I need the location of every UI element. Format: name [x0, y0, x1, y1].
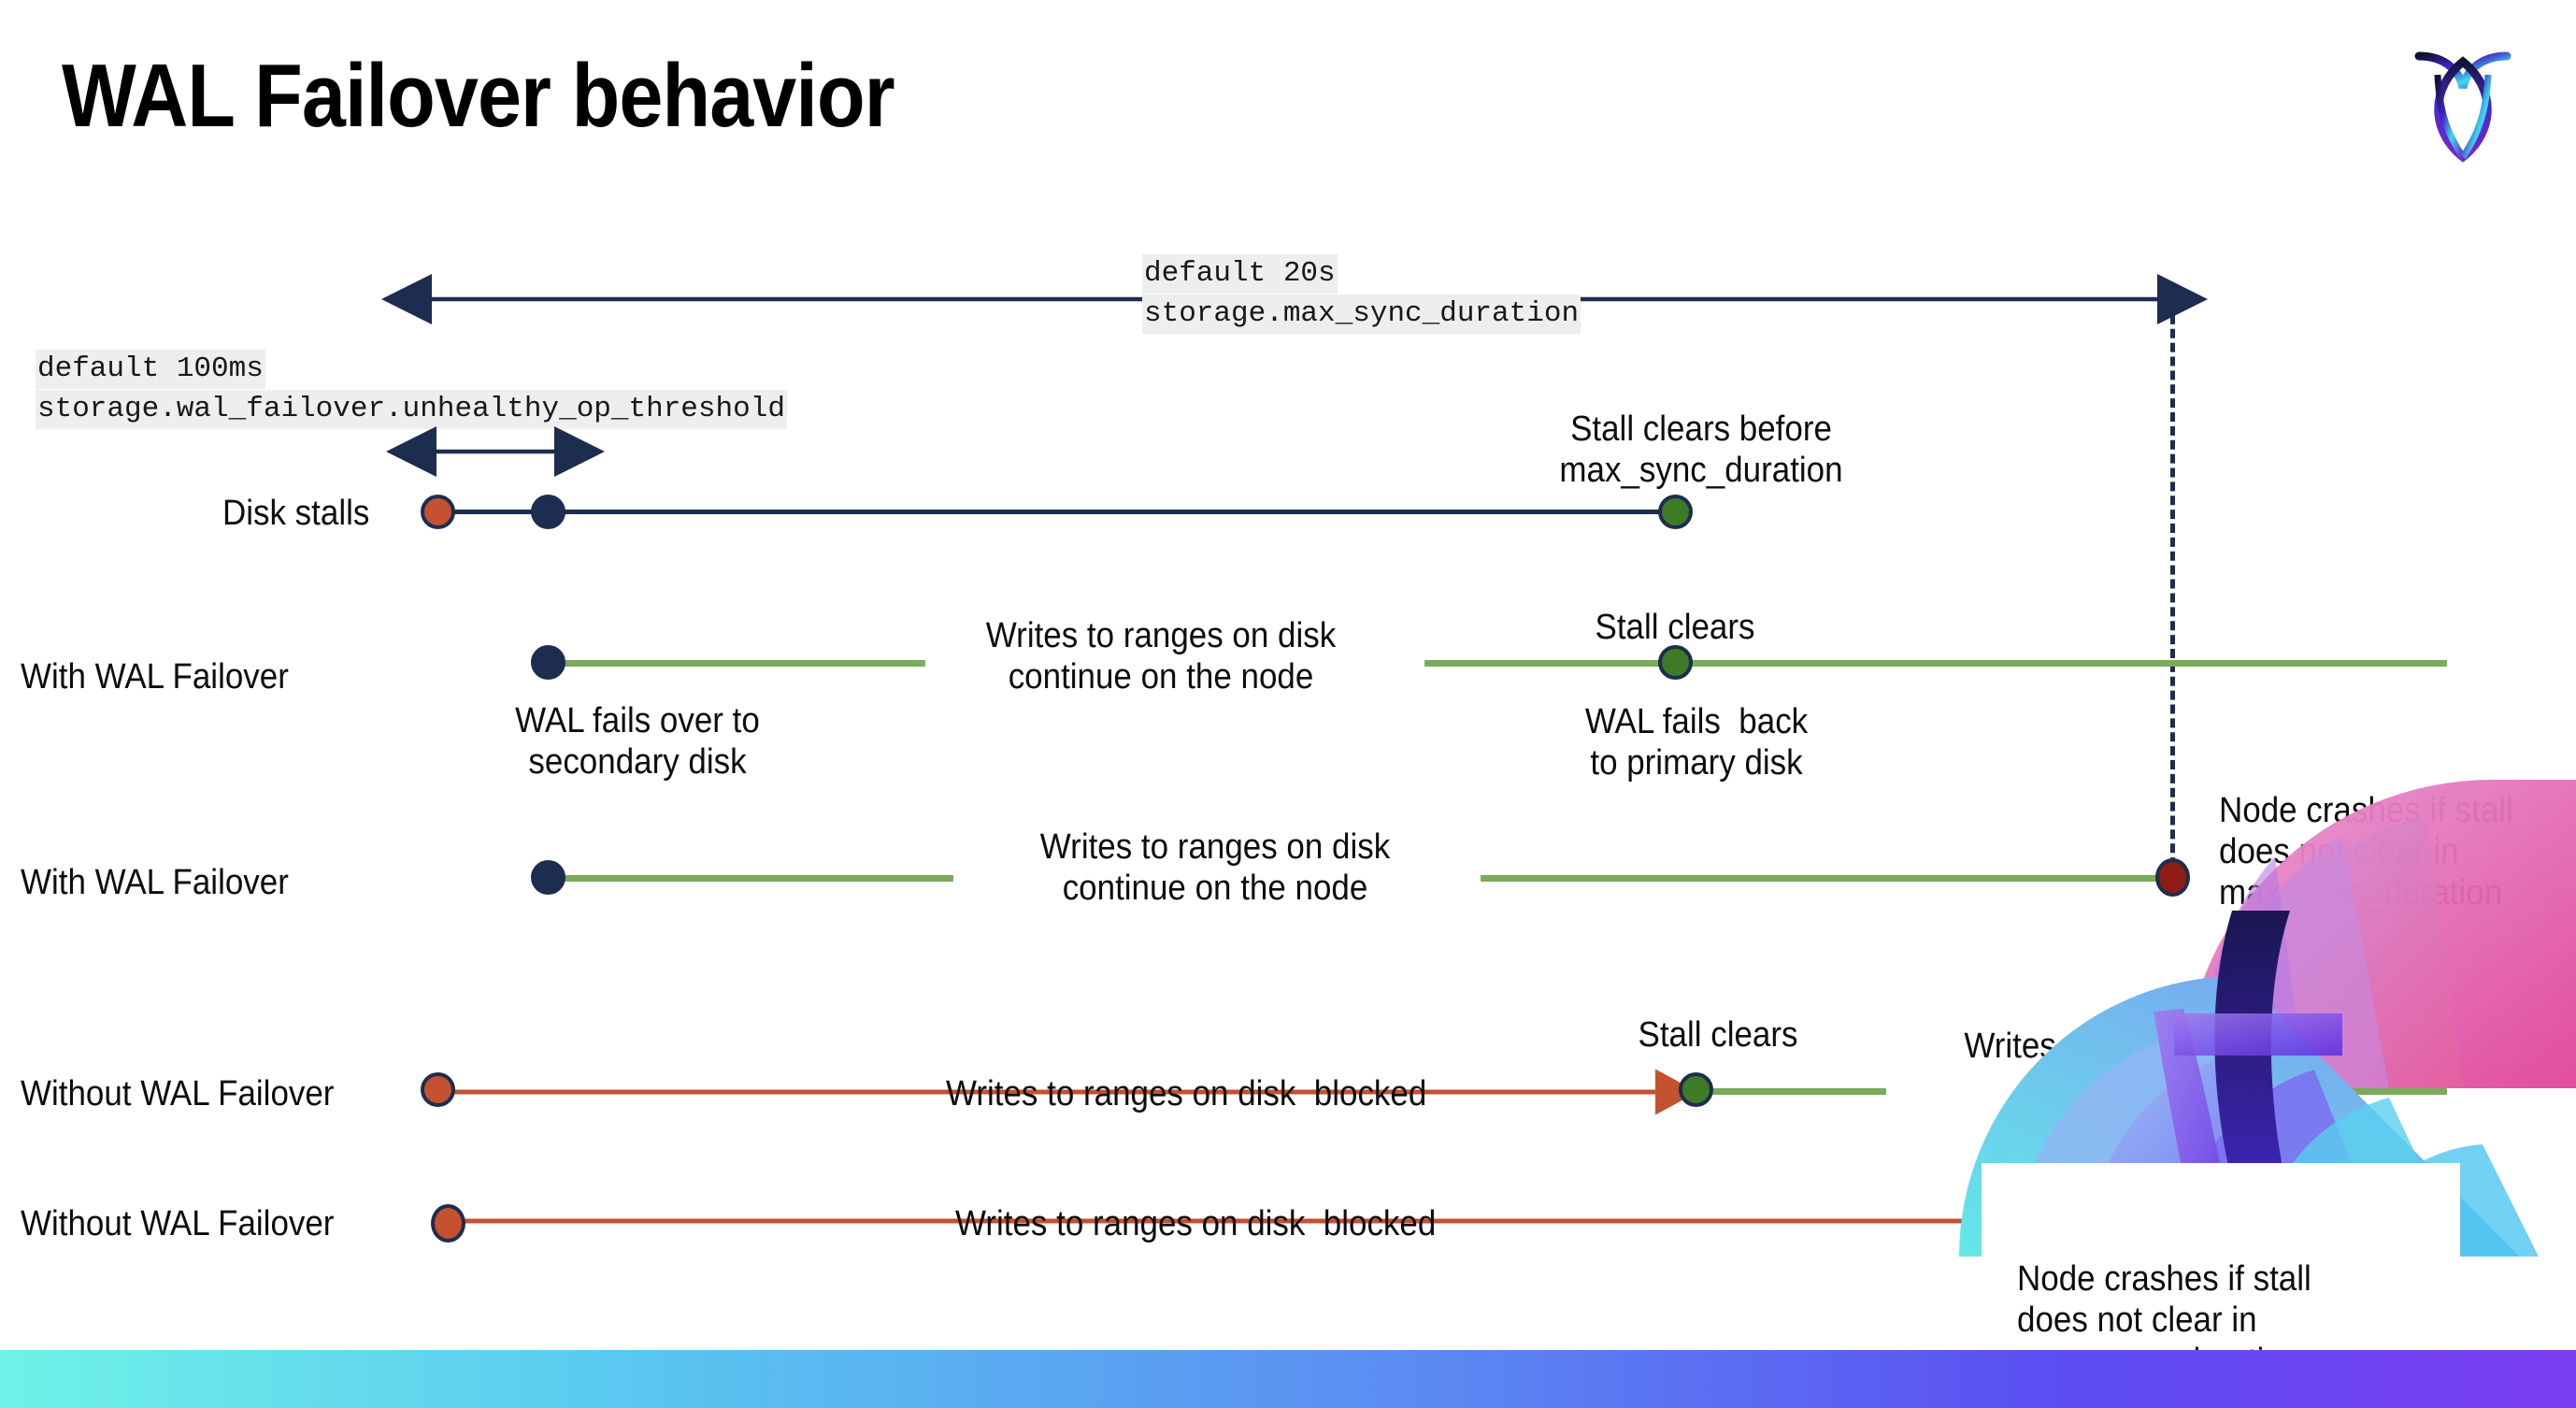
unhealthy-op-threshold-span-arrow — [386, 426, 605, 477]
note-writes-continue-1: Writes to ranges on disk continue on the… — [985, 616, 1337, 697]
note-writes-blocked-1: Writes to ranges on disk blocked — [946, 1074, 1427, 1113]
row-label-without-wal-failover-2: Without WAL Failover — [21, 1204, 335, 1243]
max-sync-duration-setting: storage.max_sync_duration — [1142, 295, 1581, 334]
without-wal-failover-1-stall-clears-dot — [1679, 1072, 1713, 1107]
row-label-with-wal-failover-2: With WAL Failover — [21, 863, 289, 902]
with-wal-failover-2-node-crash-dot — [2155, 858, 2190, 897]
with-wal-failover-2-track-right — [1481, 875, 2172, 882]
with-wal-failover-1-track-right — [1424, 660, 2447, 667]
page-title: WAL Failover behavior — [62, 46, 895, 146]
with-wal-failover-1-track-left — [551, 660, 925, 667]
without-wal-failover-2-blocked-arrow-left — [451, 1218, 1697, 1224]
row-label-with-wal-failover-1: With WAL Failover — [21, 657, 289, 697]
row-label-without-wal-failover-1: Without WAL Failover — [21, 1074, 335, 1113]
note-stall-clears-2: Stall clears — [1638, 1015, 1798, 1055]
with-wal-failover-1-stall-clears-dot — [1658, 645, 1693, 680]
disk-stalls-track — [438, 510, 1682, 514]
without-wal-failover-2-start-dot — [431, 1204, 465, 1243]
max-sync-duration-default: default 20s — [1142, 254, 1338, 294]
without-wal-failover-1-start-dot — [421, 1072, 455, 1107]
with-wal-failover-2-track-left — [551, 875, 953, 882]
node-crashes-callout-card — [1982, 1163, 2460, 1350]
without-wal-failover-1-resume-track-2 — [2281, 1088, 2447, 1095]
row-label-disk-stalls: Disk stalls — [222, 494, 370, 533]
disk-stalls-threshold-dot — [531, 495, 565, 529]
note-writes-resume: Writes resume on the node — [1964, 1027, 2220, 1108]
note-wal-fails-back: WAL fails back to primary disk — [1584, 702, 1809, 783]
without-wal-failover-1-resume-track — [1701, 1088, 1886, 1095]
note-writes-blocked-2: Writes to ranges on disk blocked — [955, 1204, 1437, 1243]
disk-stalls-start-dot — [421, 495, 455, 529]
with-wal-failover-2-failover-dot — [531, 860, 565, 895]
unhealthy-op-threshold-default: default 100ms — [36, 350, 265, 389]
max-sync-duration-dashed-line — [2170, 301, 2175, 881]
note-node-crashes-1: Node crashes if stall does not clear in … — [2219, 791, 2513, 913]
note-stall-clears-1: Stall clears — [1595, 608, 1755, 647]
unhealthy-op-threshold-setting: storage.wal_failover.unhealthy_op_thresh… — [36, 390, 787, 429]
without-wal-failover-1-blocked-arrow — [440, 1069, 1697, 1115]
cockroachdb-logo — [2402, 34, 2524, 165]
note-wal-fails-over: WAL fails over to secondary disk — [515, 701, 760, 783]
note-writes-continue-2: Writes to ranges on disk continue on the… — [1039, 827, 1391, 909]
disk-stalls-clears-dot — [1658, 495, 1693, 529]
bottom-gradient-bar — [0, 1350, 2576, 1408]
with-wal-failover-1-failover-dot — [531, 645, 565, 680]
note-stall-clears-before: Stall clears before max_sync_duration — [1559, 409, 1843, 491]
